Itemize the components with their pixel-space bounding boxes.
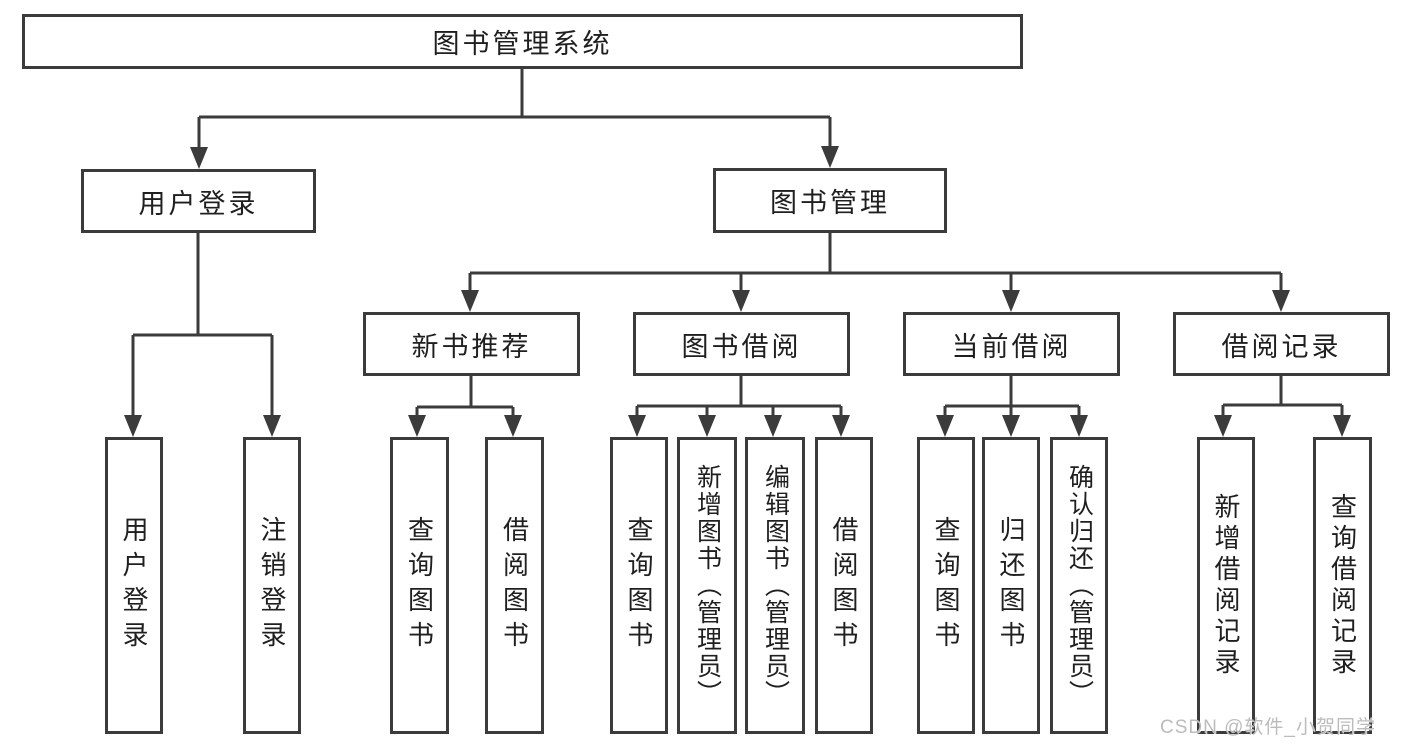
leaf-borrow-books-1: 借阅图书: [485, 437, 544, 734]
leaf-query-books-2: 查询图书: [610, 437, 668, 734]
connector-book-mgmt-to-level3: [461, 233, 1290, 312]
leaf-add-borrow-record-label: 新增借阅记录: [1211, 492, 1241, 679]
node-new-book-recommend: 新书推荐: [363, 312, 580, 376]
node-book-borrowing-label: 图书借阅: [681, 331, 802, 362]
node-book-management-label: 图书管理: [770, 188, 890, 218]
leaf-add-books-admin-label: 新增图书（管理员）: [693, 464, 722, 707]
csdn-watermark: CSDN @软件_小贺同学: [1160, 717, 1376, 738]
node-root-label: 图书管理系统: [432, 29, 613, 59]
leaf-user-login-label: 用户登录: [119, 515, 149, 656]
leaf-add-books-admin: 新增图书（管理员）: [677, 437, 737, 734]
leaf-query-books-3: 查询图书: [917, 437, 975, 734]
leaf-query-books-2-label: 查询图书: [624, 515, 654, 656]
leaf-borrow-books-2: 借阅图书: [815, 437, 873, 734]
leaf-user-login: 用户登录: [105, 437, 163, 734]
leaf-confirm-return-admin: 确认归还（管理员）: [1050, 437, 1108, 734]
connector-root-to-level2: [190, 69, 839, 169]
leaf-confirm-return-admin-label: 确认归还（管理员）: [1065, 464, 1094, 707]
connector-user-login-to-children: [124, 233, 281, 437]
leaf-return-books-label: 归还图书: [996, 515, 1026, 656]
leaf-query-books-1-label: 查询图书: [404, 515, 435, 656]
leaf-add-borrow-record: 新增借阅记录: [1197, 437, 1255, 734]
leaf-borrow-books-1-label: 借阅图书: [499, 515, 530, 656]
leaf-return-books: 归还图书: [982, 437, 1040, 734]
node-book-management: 图书管理: [713, 168, 947, 233]
connector-borrow-records-to-children: [1214, 376, 1351, 437]
leaf-edit-books-admin-label: 编辑图书（管理员）: [761, 464, 790, 707]
node-new-book-recommend-label: 新书推荐: [411, 331, 532, 362]
connector-book-borrow-to-children: [628, 376, 850, 437]
leaf-logout: 注销登录: [243, 437, 301, 734]
leaf-edit-books-admin: 编辑图书（管理员）: [745, 437, 805, 734]
leaf-query-books-3-label: 查询图书: [931, 515, 961, 656]
node-borrowing-records: 借阅记录: [1173, 312, 1390, 376]
node-user-login-label: 用户登录: [138, 188, 259, 219]
leaf-logout-label: 注销登录: [257, 515, 287, 656]
connector-current-borrow-to-children: [936, 376, 1088, 437]
leaf-query-borrow-record: 查询借阅记录: [1313, 437, 1372, 734]
node-current-borrowing-label: 当前借阅: [951, 331, 1072, 362]
node-root-system: 图书管理系统: [22, 14, 1023, 69]
leaf-query-borrow-record-label: 查询借阅记录: [1327, 492, 1358, 679]
node-borrowing-records-label: 借阅记录: [1221, 331, 1342, 362]
leaf-borrow-books-2-label: 借阅图书: [829, 515, 859, 656]
node-current-borrowing: 当前借阅: [903, 312, 1120, 376]
node-user-login: 用户登录: [81, 169, 316, 233]
connector-new-book-rec-to-children: [408, 376, 522, 437]
node-book-borrowing: 图书借阅: [633, 312, 850, 376]
leaf-query-books-1: 查询图书: [390, 437, 449, 734]
